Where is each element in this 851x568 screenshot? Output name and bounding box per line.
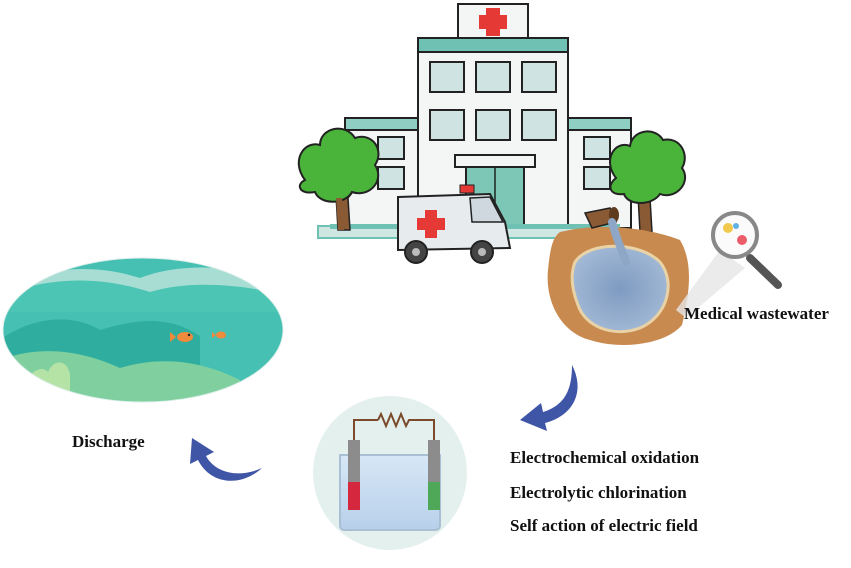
magnifier-icon <box>676 211 782 318</box>
medical-wastewater-label: Medical wastewater <box>684 304 829 323</box>
wastewater-pool <box>547 207 689 345</box>
tree-icon <box>297 127 380 231</box>
fish-icon <box>170 332 193 342</box>
lake-scene <box>3 258 283 402</box>
curved-arrow-icon <box>190 438 262 481</box>
ambulance-icon <box>397 184 512 264</box>
fish-icon <box>212 331 226 339</box>
electrolysis-cell-icon <box>313 396 467 550</box>
method-label: Self action of electric field <box>510 516 698 535</box>
tree-icon <box>609 130 687 233</box>
discharge-label: Discharge <box>72 432 145 451</box>
method-label: Electrochemical oxidation <box>510 448 700 467</box>
method-label: Electrolytic chlorination <box>510 483 687 502</box>
curved-arrow-icon <box>520 365 578 431</box>
